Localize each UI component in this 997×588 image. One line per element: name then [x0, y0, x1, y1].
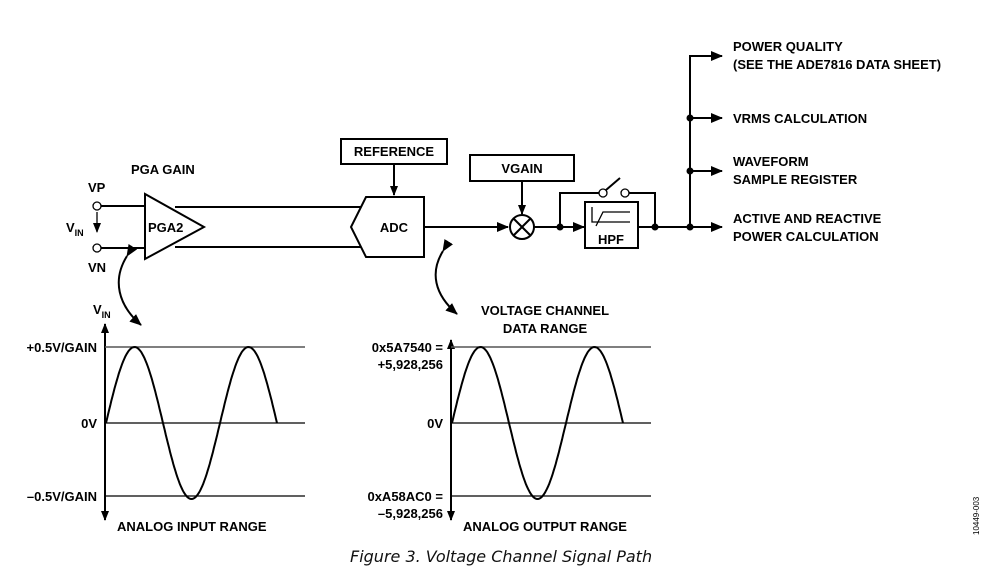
vp-terminal — [92, 201, 102, 211]
bypass-wire-right — [629, 192, 656, 227]
input-range-pointer — [117, 244, 142, 326]
junction-dot — [651, 223, 659, 231]
vn-terminal — [92, 243, 102, 253]
adc-block — [349, 196, 425, 258]
output-range-pointer — [434, 239, 458, 315]
pga-label: PGA2 — [148, 220, 183, 235]
hpf-label: HPF — [598, 232, 624, 247]
output-zero-label: 0V — [427, 416, 443, 431]
output-range-plot: VOLTAGE CHANNEL DATA RANGE 0x5A7540 = +5… — [367, 303, 651, 534]
junction-dot — [686, 223, 694, 231]
bypass-wire-left — [559, 192, 599, 227]
output-active-reactive: ACTIVE AND REACTIVE — [733, 211, 882, 226]
vp-label: VP — [88, 180, 106, 195]
input-bottom-label: –0.5V/GAIN — [27, 489, 97, 504]
output-bottom-label-hex: 0xA58AC0 = — [367, 489, 443, 504]
reference-label: REFERENCE — [354, 144, 435, 159]
output-power-quality: POWER QUALITY — [733, 39, 843, 54]
output-top-label-hex: 0x5A7540 = — [372, 340, 444, 355]
switch-contact-left — [598, 188, 608, 198]
input-axis-label: VIN — [93, 302, 111, 320]
output-waveform: WAVEFORM — [733, 154, 809, 169]
vn-label: VN — [88, 260, 106, 275]
output-header-line2: DATA RANGE — [503, 321, 588, 336]
bypass-switch[interactable] — [605, 177, 621, 191]
hpf-block — [584, 201, 639, 249]
input-top-label: +0.5V/GAIN — [27, 340, 97, 355]
output-waveform-line2: SAMPLE REGISTER — [733, 172, 858, 187]
hpf-response-icon — [591, 207, 630, 227]
output-top-label-dec: +5,928,256 — [378, 357, 443, 372]
input-range-plot: VIN +0.5V/GAIN 0V –0.5V/GAIN ANALOG INPU… — [27, 302, 305, 534]
output-bus — [689, 51, 723, 227]
input-plot-title: ANALOG INPUT RANGE — [117, 519, 267, 534]
input-sine-wave — [105, 345, 278, 501]
output-power-quality-note: (SEE THE ADE7816 DATA SHEET) — [733, 57, 941, 72]
output-plot-title: ANALOG OUTPUT RANGE — [463, 519, 627, 534]
vgain-label: VGAIN — [501, 161, 542, 176]
output-bottom-label-dec: –5,928,256 — [378, 506, 443, 521]
vin-label: VIN — [66, 220, 84, 238]
figure-id: 10449-003 — [972, 496, 981, 535]
output-sine-wave — [451, 345, 624, 501]
input-zero-label: 0V — [81, 416, 97, 431]
output-header-line1: VOLTAGE CHANNEL — [481, 303, 609, 318]
output-vrms: VRMS CALCULATION — [733, 111, 867, 126]
adc-label: ADC — [380, 220, 409, 235]
pga-gain-label: PGA GAIN — [131, 162, 195, 177]
junction-dot — [686, 114, 694, 122]
switch-contact-right — [620, 188, 630, 198]
junction-dot — [686, 167, 694, 175]
multiplier-cross-b — [513, 218, 531, 236]
output-active-reactive-line2: POWER CALCULATION — [733, 229, 879, 244]
pga-amplifier — [144, 192, 207, 261]
figure-caption: Figure 3. Voltage Channel Signal Path — [350, 547, 652, 566]
